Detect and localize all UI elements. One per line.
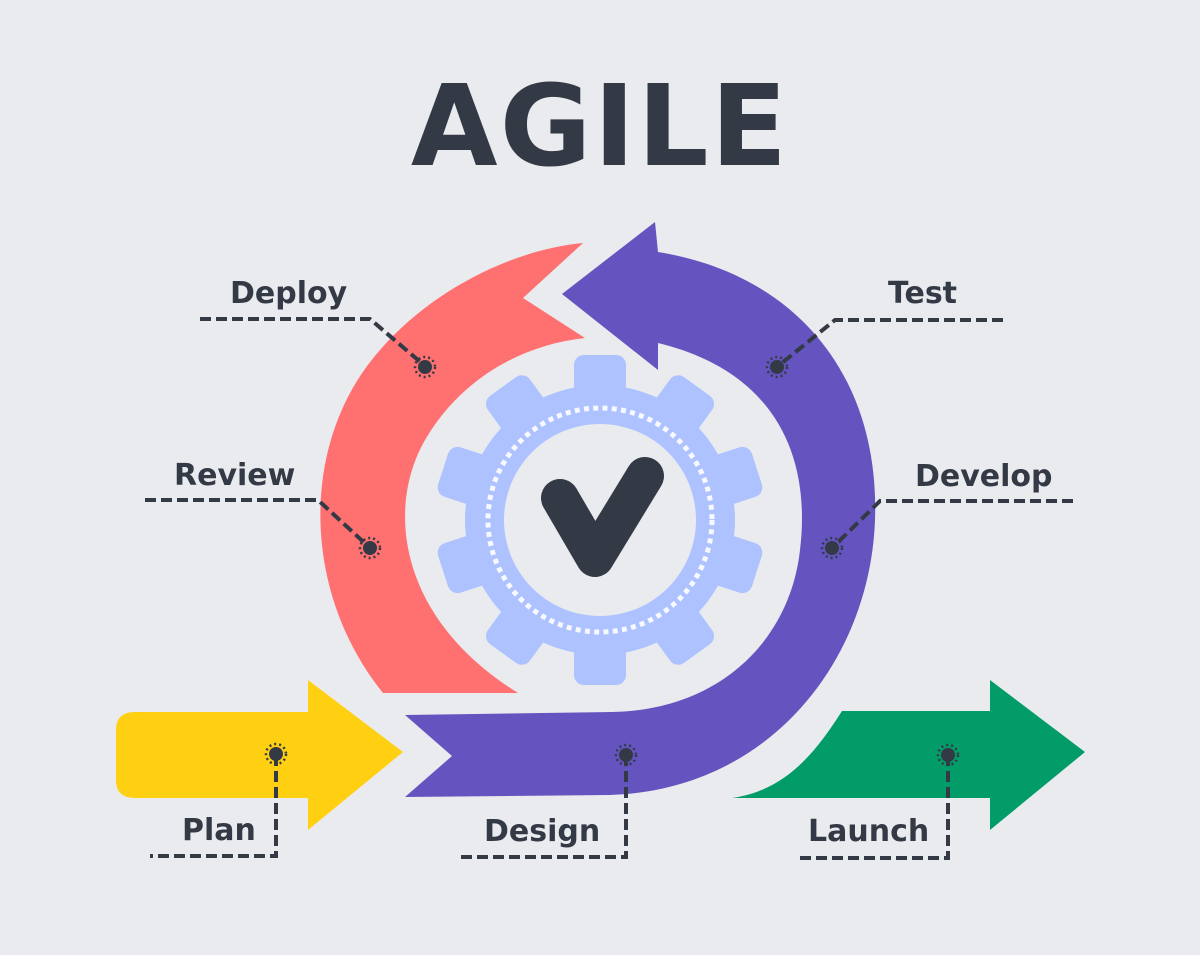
stage-label-plan: Plan	[182, 813, 256, 848]
stage-label-develop: Develop	[915, 459, 1053, 494]
stage-label-launch: Launch	[808, 814, 930, 849]
review-deploy-arrow	[320, 243, 585, 693]
page-title: AGILE	[410, 62, 790, 192]
stage-label-design: Design	[484, 814, 601, 849]
checkmark-icon	[541, 457, 664, 577]
leader-lines	[145, 317, 1073, 860]
launch-arrow	[732, 680, 1085, 830]
stage-label-review: Review	[174, 458, 296, 493]
stage-label-deploy: Deploy	[230, 276, 348, 311]
plan-arrow	[116, 680, 403, 830]
design-develop-test-arrow	[405, 222, 876, 797]
stage-label-test: Test	[888, 276, 958, 311]
